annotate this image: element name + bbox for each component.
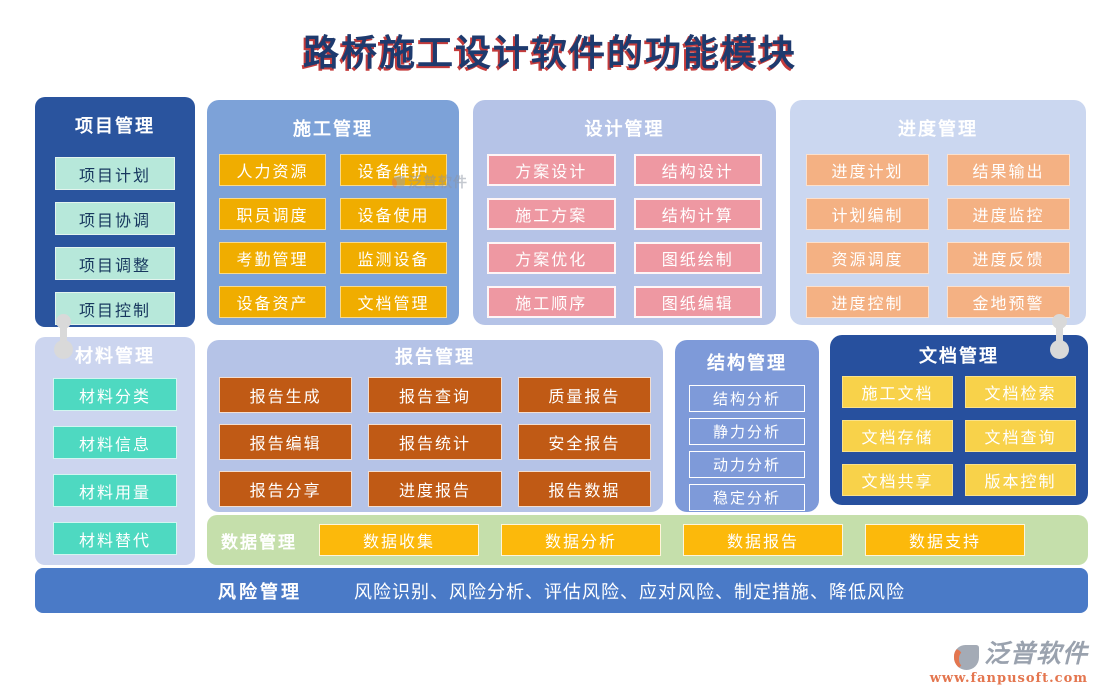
material-module-item: 材料替代 bbox=[53, 522, 177, 555]
data-module-item: 数据报告 bbox=[683, 524, 843, 556]
progress-module-item: 进度反馈 bbox=[947, 242, 1070, 274]
design-module-item: 方案设计 bbox=[487, 154, 616, 186]
panel-data-management: 数据管理 数据收集数据分析数据报告数据支持 bbox=[207, 515, 1088, 565]
material-module-item: 材料用量 bbox=[53, 474, 177, 507]
design-items: 方案设计结构设计施工方案结构计算方案优化图纸绘制施工顺序图纸编辑 bbox=[487, 154, 762, 318]
connector-pin-right bbox=[1050, 314, 1072, 362]
project-module-item: 项目控制 bbox=[55, 292, 175, 325]
connector-ball bbox=[54, 340, 73, 359]
footer-brand: 泛普软件 www.fanpusoft.com bbox=[930, 634, 1088, 686]
data-module-item: 数据收集 bbox=[319, 524, 479, 556]
risk-items-text: 风险识别、风险分析、评估风险、应对风险、制定措施、降低风险 bbox=[354, 581, 905, 603]
project-module-item: 项目计划 bbox=[55, 157, 175, 190]
structure-module-item: 动力分析 bbox=[689, 451, 805, 478]
report-module-item: 报告编辑 bbox=[219, 424, 353, 460]
document-module-item: 文档检索 bbox=[965, 376, 1076, 408]
progress-module-item: 进度计划 bbox=[806, 154, 929, 186]
material-items: 材料分类材料信息材料用量材料替代 bbox=[53, 378, 177, 555]
structure-module-item: 静力分析 bbox=[689, 418, 805, 445]
panel-report-title: 报告管理 bbox=[395, 347, 475, 368]
construction-module-item: 文档管理 bbox=[340, 286, 447, 318]
document-module-item: 版本控制 bbox=[965, 464, 1076, 496]
progress-module-item: 资源调度 bbox=[806, 242, 929, 274]
progress-module-item: 结果输出 bbox=[947, 154, 1070, 186]
design-module-item: 施工顺序 bbox=[487, 286, 616, 318]
progress-module-item: 计划编制 bbox=[806, 198, 929, 230]
connector-ball bbox=[1050, 340, 1069, 359]
construction-module-item: 监测设备 bbox=[340, 242, 447, 274]
document-module-item: 施工文档 bbox=[842, 376, 953, 408]
construction-items: 人力资源设备维护职员调度设备使用考勤管理监测设备设备资产文档管理 bbox=[219, 154, 447, 318]
data-module-item: 数据支持 bbox=[865, 524, 1025, 556]
data-module-item: 数据分析 bbox=[501, 524, 661, 556]
design-module-item: 图纸编辑 bbox=[633, 286, 762, 318]
panel-progress-title: 进度管理 bbox=[898, 119, 978, 140]
panel-construction-management: 施工管理 人力资源设备维护职员调度设备使用考勤管理监测设备设备资产文档管理 bbox=[207, 100, 459, 325]
report-module-item: 报告分享 bbox=[219, 471, 353, 507]
panel-project-management: 项目管理 项目计划项目协调项目调整项目控制 bbox=[35, 97, 195, 327]
panel-material-management: 材料管理 材料分类材料信息材料用量材料替代 bbox=[35, 337, 195, 565]
connector-ball bbox=[56, 314, 71, 329]
fanpu-logo-icon bbox=[953, 645, 979, 670]
panel-construction-title: 施工管理 bbox=[293, 119, 373, 140]
design-module-item: 结构设计 bbox=[633, 154, 762, 186]
document-module-item: 文档存储 bbox=[842, 420, 953, 452]
report-module-item: 报告统计 bbox=[368, 424, 502, 460]
report-module-item: 报告生成 bbox=[219, 377, 353, 413]
connector-ball bbox=[1052, 314, 1067, 329]
footer-brand-name: 泛普软件 bbox=[983, 639, 1088, 668]
document-items: 施工文档文档检索文档存储文档查询文档共享版本控制 bbox=[842, 376, 1076, 496]
document-module-item: 文档查询 bbox=[965, 420, 1076, 452]
design-module-item: 图纸绘制 bbox=[633, 242, 762, 274]
construction-module-item: 设备资产 bbox=[219, 286, 326, 318]
construction-module-item: 职员调度 bbox=[219, 198, 326, 230]
progress-module-item: 金地预警 bbox=[947, 286, 1070, 318]
construction-module-item: 设备使用 bbox=[340, 198, 447, 230]
panel-data-title: 数据管理 bbox=[221, 532, 297, 553]
project-module-item: 项目调整 bbox=[55, 247, 175, 280]
project-items: 项目计划项目协调项目调整项目控制 bbox=[55, 157, 175, 325]
panel-project-title: 项目管理 bbox=[75, 116, 155, 137]
report-module-item: 安全报告 bbox=[517, 424, 651, 460]
structure-module-item: 结构分析 bbox=[689, 385, 805, 412]
report-module-item: 质量报告 bbox=[517, 377, 651, 413]
report-module-item: 报告数据 bbox=[517, 471, 651, 507]
construction-module-item: 考勤管理 bbox=[219, 242, 326, 274]
panel-risk-management: 风险管理 风险识别、风险分析、评估风险、应对风险、制定措施、降低风险 bbox=[35, 568, 1088, 613]
report-module-item: 进度报告 bbox=[368, 471, 502, 507]
report-items: 报告生成报告查询质量报告报告编辑报告统计安全报告报告分享进度报告报告数据 bbox=[219, 377, 651, 507]
diagram-title: 路桥施工设计软件的功能模块 bbox=[302, 32, 797, 74]
document-module-item: 文档共享 bbox=[842, 464, 953, 496]
panel-structure-title: 结构管理 bbox=[707, 353, 787, 374]
material-module-item: 材料信息 bbox=[53, 426, 177, 459]
connector-stem bbox=[1056, 318, 1063, 354]
progress-module-item: 进度控制 bbox=[806, 286, 929, 318]
connector-pin-left bbox=[54, 314, 76, 362]
report-module-item: 报告查询 bbox=[368, 377, 502, 413]
design-module-item: 结构计算 bbox=[633, 198, 762, 230]
panel-design-management: 设计管理 方案设计结构设计施工方案结构计算方案优化图纸绘制施工顺序图纸编辑 bbox=[473, 100, 776, 325]
progress-module-item: 进度监控 bbox=[947, 198, 1070, 230]
connector-stem bbox=[60, 318, 67, 354]
structure-items: 结构分析静力分析动力分析稳定分析 bbox=[689, 385, 805, 511]
construction-module-item: 人力资源 bbox=[219, 154, 326, 186]
panel-document-management: 文档管理 施工文档文档检索文档存储文档查询文档共享版本控制 bbox=[830, 335, 1088, 505]
progress-items: 进度计划结果输出计划编制进度监控资源调度进度反馈进度控制金地预警 bbox=[806, 154, 1070, 318]
material-module-item: 材料分类 bbox=[53, 378, 177, 411]
project-module-item: 项目协调 bbox=[55, 202, 175, 235]
panel-design-title: 设计管理 bbox=[584, 119, 665, 140]
panel-document-title: 文档管理 bbox=[919, 346, 999, 367]
panel-progress-management: 进度管理 进度计划结果输出计划编制进度监控资源调度进度反馈进度控制金地预警 bbox=[790, 100, 1086, 325]
footer-brand-url: www.fanpusoft.com bbox=[929, 671, 1088, 686]
design-module-item: 方案优化 bbox=[487, 242, 616, 274]
data-items: 数据收集数据分析数据报告数据支持 bbox=[319, 524, 1025, 556]
panel-report-management: 报告管理 报告生成报告查询质量报告报告编辑报告统计安全报告报告分享进度报告报告数… bbox=[207, 340, 663, 512]
structure-module-item: 稳定分析 bbox=[689, 484, 805, 511]
construction-module-item: 设备维护 bbox=[340, 154, 447, 186]
panel-structure-management: 结构管理 结构分析静力分析动力分析稳定分析 bbox=[675, 340, 819, 512]
panel-risk-title: 风险管理 bbox=[218, 581, 302, 603]
design-module-item: 施工方案 bbox=[487, 198, 616, 230]
panel-material-title: 材料管理 bbox=[75, 346, 155, 367]
